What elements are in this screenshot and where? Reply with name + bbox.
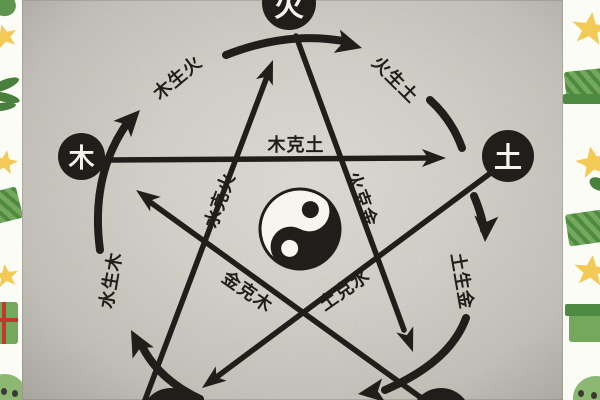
turtle-eye-icon <box>12 390 18 397</box>
arrowhead-icon <box>422 149 446 167</box>
gift-box-base-icon <box>563 94 600 104</box>
arrowhead-icon <box>255 60 273 86</box>
arrowhead-icon <box>358 378 386 400</box>
element-circle-wood: 木 <box>58 133 105 180</box>
star-icon <box>0 262 21 289</box>
overcoming-line-earth-water <box>211 169 495 382</box>
generating-arc-water-to-wood <box>94 118 132 254</box>
gift-ribbon-icon <box>0 318 18 322</box>
overcoming-line-water-fire <box>142 71 271 400</box>
arrowhead-icon <box>333 29 362 53</box>
decorative-border-right <box>563 0 600 400</box>
gift-ribbon-icon <box>2 302 6 344</box>
overcoming-line-wood-earth <box>109 155 431 163</box>
diagram-lines <box>94 29 499 400</box>
element-label-earth: 土 <box>493 142 522 173</box>
leaf-icon <box>587 174 600 194</box>
arrowhead-icon <box>113 110 140 138</box>
arrowhead-icon <box>136 190 161 212</box>
star-icon <box>0 148 20 177</box>
turtle-eye-icon <box>578 390 584 397</box>
turtle-head-icon <box>0 374 22 400</box>
element-label-metal: 金 <box>425 395 457 400</box>
overcoming-label-wood-earth: 木克土 <box>267 135 325 155</box>
generating-arc-metal-to-water <box>139 344 204 400</box>
star-icon <box>0 21 21 52</box>
generating-arc-wood-to-fire <box>222 34 352 59</box>
gift-lid-icon <box>565 304 600 316</box>
overcoming-line-metal-wood <box>147 199 423 400</box>
gift-box-icon <box>0 186 22 226</box>
overcoming-line-fire-metal <box>293 33 407 333</box>
bamboo-leaf-icon <box>0 100 17 114</box>
gift-box-icon <box>569 312 600 342</box>
holly-leaf-icon <box>0 0 20 20</box>
arrowhead-icon <box>474 215 499 242</box>
gift-box-icon <box>564 209 600 247</box>
arrowhead-icon <box>396 326 414 352</box>
arrowhead-icon <box>131 330 154 359</box>
star-icon <box>569 10 600 49</box>
element-label-water: 水 <box>155 395 187 400</box>
arrowhead-icon <box>202 366 227 388</box>
generating-arc-fire-to-earth <box>426 96 466 152</box>
yin-yang-icon <box>258 187 342 271</box>
turtle-eye-icon <box>1 388 7 395</box>
five-elements-diagram: 火 土 金 水 木 木生火 火生土 土生金 水生木 木克土 水克火 火克金 金克… <box>22 0 563 400</box>
turtle-eye-icon <box>591 392 597 399</box>
decorative-border-left <box>0 0 22 400</box>
element-label-fire: 火 <box>274 0 304 23</box>
element-label-wood: 木 <box>68 143 95 173</box>
element-circle-earth: 土 <box>482 130 534 182</box>
star-icon <box>571 253 600 289</box>
